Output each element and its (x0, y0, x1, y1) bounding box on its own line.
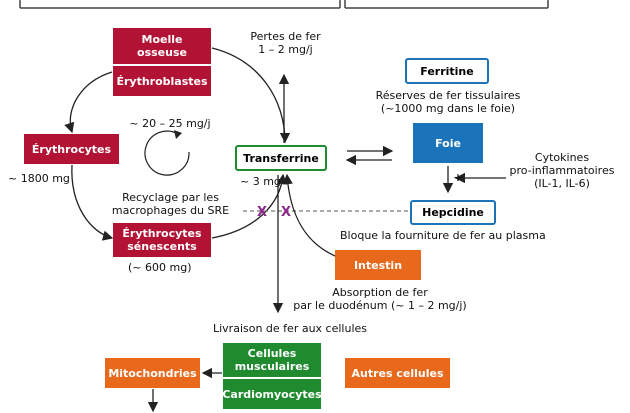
foie-box: Foie (413, 123, 483, 163)
inhibition-x-1: X (257, 205, 267, 220)
erythrocytes-amount-label: ~ 1800 mg (8, 172, 70, 185)
arrow-intestin-to-transferrine (282, 173, 341, 259)
arrow-moelle-to-transferrine (211, 47, 291, 144)
arrow-moelle-to-erythrocytes (64, 71, 113, 134)
cytokines-label: Cytokines pro-inflammatoires (IL-1, IL-6… (509, 151, 615, 190)
recyclage-label: Recyclage par les macrophages du SRE (111, 191, 230, 217)
intestin-box: Intestin (335, 250, 421, 280)
cellules-musculaires-box: Cellules musculaires (223, 343, 321, 377)
ferritine-box: Ferritine (405, 58, 489, 84)
hepcidine-box: Hepcidine (410, 200, 496, 225)
bloque-label: Bloque la fourniture de fer au plasma (340, 229, 546, 242)
flux-moelle-label: ~ 20 – 25 mg/j (129, 117, 211, 130)
absorption-label: Absorption de fer par le duodénum (~ 1 –… (293, 286, 467, 312)
mitochondries-box: Mitochondries (105, 358, 200, 388)
inhibition-x-2: X (281, 205, 291, 220)
livraison-label: Livraison de fer aux cellules (212, 322, 368, 335)
cardiomyocytes-box: Cardiomyocytes (222, 379, 322, 409)
arrow-senescents-to-transferrine (211, 173, 288, 239)
transferrine-box: Transferrine (235, 145, 327, 171)
autres-cellules-box: Autres cellules (345, 358, 450, 388)
plus-sign-label: + (453, 171, 463, 184)
reserves-label: Réserves de fer tissulaires (~1000 mg da… (375, 89, 521, 115)
erythrocytes-senescents-box: Érythrocytes sénescents (113, 223, 211, 257)
erythroblastes-box: Érythroblastes (113, 66, 211, 96)
cycle-icon (144, 130, 190, 176)
senescent-amount-label: (~ 600 mg) (128, 261, 192, 274)
top-frame (19, 0, 549, 9)
pertes-fer-label: Pertes de fer 1 – 2 mg/j (250, 30, 321, 56)
moelle-osseuse-box: Moelle osseuse (113, 28, 211, 64)
erythrocytes-box: Érythrocytes (24, 134, 119, 164)
arrow-erythrocytes-to-senescents (71, 164, 114, 241)
transferrine-amount-label: ~ 3 mg (240, 175, 281, 188)
